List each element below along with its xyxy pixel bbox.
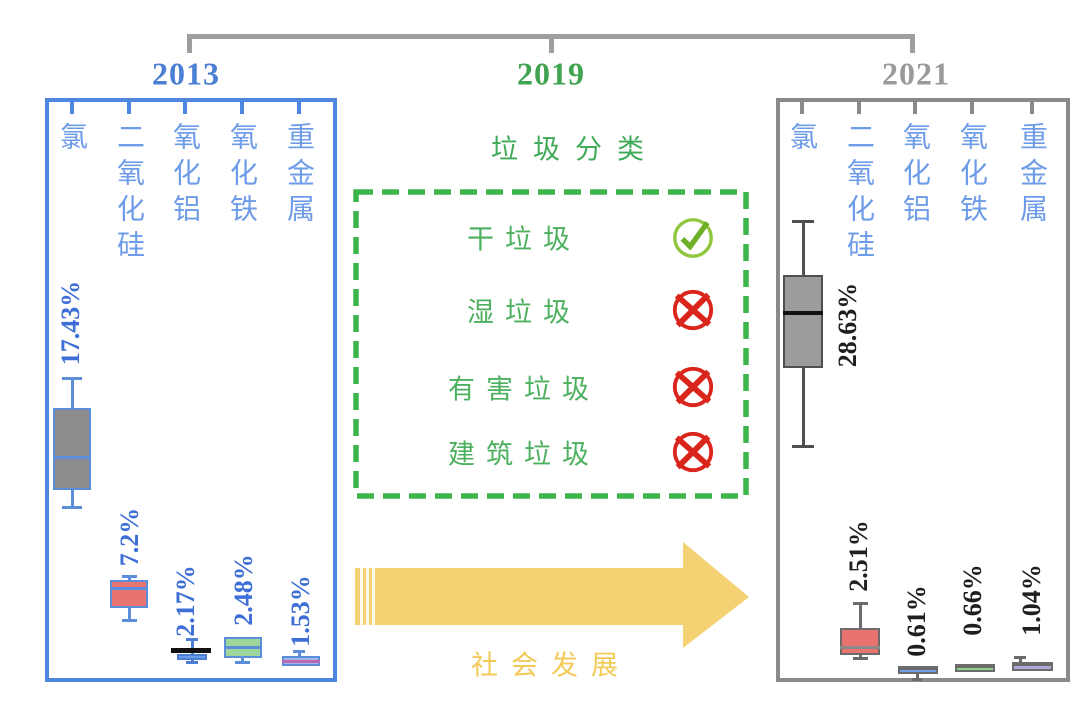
column-tick [800,102,804,114]
value-label: 1.53% [286,575,315,647]
value-label: 2.51% [844,520,873,592]
whisker-cap-top [62,377,82,380]
whisker-cap-top [792,220,814,223]
boxplot-box [955,664,995,672]
timeline-tick-right [910,34,915,53]
check-circle-icon [670,214,716,260]
median-line [840,645,880,649]
boxplot-box [898,666,938,674]
column-label: 二氧化硅 [114,122,145,266]
panel-2021-frame [776,98,1070,682]
boxplot-box [110,580,148,608]
year-label-2019: 2019 [517,55,585,92]
column-label: 氧化铝 [900,122,931,230]
whisker-cap-bottom [121,619,137,622]
column-tick [1030,102,1034,114]
whisker-cap-bottom [792,445,814,448]
column-tick [240,102,244,114]
median-line [110,586,148,590]
whisker-cap-top [121,575,137,578]
boxplot-box [53,408,91,490]
median-line [53,455,91,459]
whisker-cap-top [186,638,198,641]
whisker-cap-bottom [234,661,250,664]
column-label: 氧化铁 [957,122,988,230]
median-line [1012,664,1053,666]
timeline-tick-middle [549,34,554,53]
whisker-cap-top [1014,656,1026,659]
whisker-cap-bottom [186,661,198,664]
value-label: 0.66% [958,564,987,636]
whisker-cap-bottom [852,657,868,660]
column-tick [970,102,974,114]
value-label: 28.63% [833,282,862,368]
whisker-cap-bottom [912,678,922,681]
median-line [955,666,995,668]
value-label: 2.17% [171,565,200,637]
value-label: 7.2% [115,507,144,567]
column-tick [857,102,861,114]
year-label-2013: 2013 [152,55,220,92]
cross-circle-icon [670,364,716,410]
column-tick [70,102,74,114]
cross-circle-icon [670,287,716,333]
column-tick [913,102,917,114]
boxplot-box [1012,662,1053,671]
column-tick [127,102,131,114]
whisker-cap-bottom [62,506,82,509]
median-line [783,311,823,315]
classification-item-label: 湿垃圾 [467,297,581,328]
social-development-label: 社会发展 [471,650,631,681]
column-label: 氯 [57,122,88,158]
classification-title: 垃圾分类 [491,134,659,165]
social-development-arrow [355,542,749,648]
value-label: 1.04% [1017,564,1046,636]
classification-item-label: 干垃圾 [467,224,581,255]
median-line [171,647,211,653]
arrow-shape [355,542,749,648]
median-line [282,659,320,663]
column-label: 氧化铝 [170,122,201,230]
boxplot-box [783,275,823,368]
column-label: 重金属 [284,122,315,230]
value-label: 2.48% [229,554,258,626]
value-label: 17.43% [56,280,85,366]
boxplot-box [840,628,880,655]
column-label: 氧化铁 [227,122,258,230]
classification-item-label: 有害垃圾 [448,374,600,405]
classification-item-label: 建筑垃圾 [448,439,600,470]
timeline-tick-left [187,34,192,53]
classification-dashed-rect [353,189,749,499]
column-label: 重金属 [1017,122,1048,230]
year-label-2021: 2021 [882,55,950,92]
boxplot-box [177,654,207,660]
classification-dashed-box [353,189,749,499]
column-tick [183,102,187,114]
whisker-cap-top [852,602,868,605]
cross-circle-icon [670,429,716,475]
column-label: 二氧化硅 [844,122,875,266]
median-line [898,668,938,670]
column-tick [297,102,301,114]
whisker-cap-top [293,650,305,653]
panel-2013-frame [45,98,337,682]
median-line [224,645,262,649]
value-label: 0.61% [902,585,931,657]
column-label: 氯 [787,122,818,158]
